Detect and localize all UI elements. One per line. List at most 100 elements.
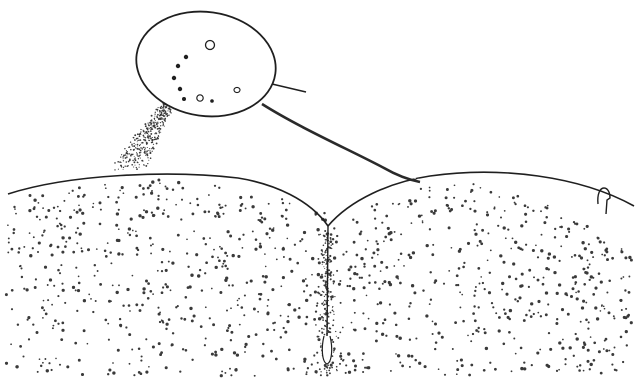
stipple-dot	[329, 327, 331, 329]
stipple-dot	[155, 127, 156, 128]
stipple-dot	[260, 221, 263, 224]
stipple-dot	[523, 319, 526, 322]
stipple-dot	[75, 289, 77, 291]
stipple-dot	[324, 262, 325, 263]
stipple-dot	[61, 322, 64, 325]
stipple-dot	[305, 299, 307, 301]
stipple-dot	[432, 244, 434, 246]
stipple-dot	[625, 330, 628, 333]
stipple-dot	[334, 296, 335, 297]
stipple-dot	[157, 110, 158, 111]
stipple-dot	[375, 330, 377, 332]
stipple-dot	[36, 331, 39, 334]
stipple-dot	[403, 265, 405, 267]
stipple-dot	[155, 132, 156, 133]
stipple-dot	[225, 205, 227, 207]
stipple-dot	[630, 259, 633, 262]
stipple-dot	[132, 230, 134, 232]
stipple-dot	[567, 313, 570, 316]
stipple-dot	[220, 247, 223, 250]
stipple-dot	[123, 154, 125, 156]
stipple-dot	[592, 256, 594, 258]
stipple-dot	[494, 206, 496, 208]
stipple-dot	[158, 342, 161, 345]
stipple-dot	[580, 321, 582, 323]
stipple-dot	[121, 253, 123, 255]
stipple-dot	[587, 349, 590, 352]
stipple-dot	[503, 226, 506, 229]
stipple-dot	[167, 110, 168, 111]
stipple-dot	[320, 234, 321, 235]
stipple-dot	[155, 120, 156, 121]
stipple-dot	[512, 196, 515, 199]
stipple-dot	[90, 298, 92, 300]
stipple-dot	[147, 147, 148, 148]
stipple-dot	[60, 264, 62, 266]
stipple-dot	[324, 230, 326, 232]
stipple-dot	[320, 345, 321, 346]
stipple-dot	[125, 166, 126, 167]
stipple-dot	[152, 243, 154, 245]
stipple-dot	[475, 286, 477, 288]
capsule-dot	[172, 76, 176, 80]
stipple-dot	[64, 302, 66, 304]
stipple-dot	[150, 244, 152, 246]
stipple-dot	[157, 195, 159, 197]
stipple-dot	[431, 253, 434, 256]
stipple-dot	[287, 315, 289, 317]
stipple-dot	[117, 196, 119, 198]
stipple-dot	[316, 352, 318, 354]
stipple-dot	[454, 321, 457, 324]
stipple-dot	[314, 290, 317, 293]
stipple-dot	[151, 123, 152, 124]
stipple-dot	[162, 115, 163, 116]
stipple-dot	[488, 291, 491, 294]
stipple-dot	[367, 366, 370, 369]
stipple-dot	[533, 313, 535, 315]
stipple-dot	[127, 232, 129, 234]
stipple-dot	[474, 233, 477, 236]
stipple-dot	[601, 305, 603, 307]
stipple-dot	[259, 245, 262, 248]
stipple-dot	[515, 278, 518, 281]
stipple-dot	[303, 290, 305, 292]
stipple-dot	[149, 135, 150, 136]
stipple-dot	[105, 255, 108, 258]
stipple-dot	[141, 152, 142, 153]
stipple-dot	[212, 323, 215, 326]
stipple-dot	[433, 212, 436, 215]
stipple-dot	[172, 332, 174, 334]
stipple-dot	[88, 294, 90, 296]
stipple-dot	[112, 285, 114, 287]
stipple-dot	[168, 261, 170, 263]
stipple-dot	[325, 294, 327, 296]
stipple-dot	[287, 304, 289, 306]
stipple-dot	[165, 366, 168, 369]
stipple-dot	[500, 217, 502, 219]
stipple-dot	[244, 294, 246, 296]
stipple-dot	[156, 123, 158, 125]
stipple-dot	[164, 283, 167, 286]
stipple-dot	[611, 353, 614, 356]
stipple-dot	[222, 213, 224, 215]
stipple-dot	[339, 331, 341, 333]
stipple-dot	[200, 325, 203, 328]
stipple-dot	[275, 358, 278, 361]
stipple-dot	[558, 260, 560, 262]
stipple-dot	[353, 241, 356, 244]
stipple-dot	[12, 232, 14, 234]
stipple-dot	[139, 145, 140, 146]
stipple-dot	[323, 245, 325, 247]
stipple-dot	[345, 251, 347, 253]
stipple-dot	[328, 323, 329, 324]
stipple-dot	[244, 351, 246, 353]
stipple-dot	[395, 324, 398, 327]
stipple-dot	[320, 346, 322, 348]
stipple-dot	[619, 299, 621, 301]
stipple-dot	[293, 368, 295, 370]
stipple-dot	[339, 363, 341, 365]
stipple-dot	[5, 293, 8, 296]
stipple-dot	[340, 302, 342, 304]
stipple-dot	[528, 309, 530, 311]
stipple-dot	[333, 314, 334, 315]
